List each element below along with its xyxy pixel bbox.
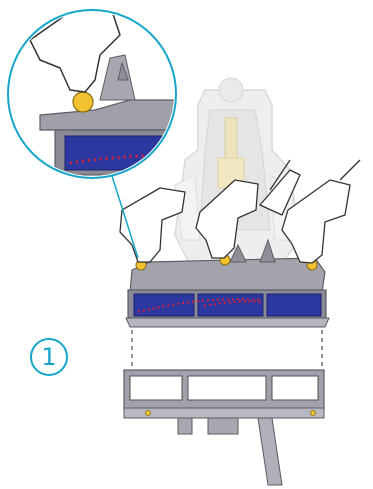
magnifier-callout [8, 5, 190, 178]
step-number: 1 [41, 345, 56, 369]
dashed-guide [132, 330, 322, 368]
base-frame [124, 370, 324, 485]
machine-body-ghost [175, 78, 300, 265]
step-number-badge: 1 [30, 338, 68, 376]
